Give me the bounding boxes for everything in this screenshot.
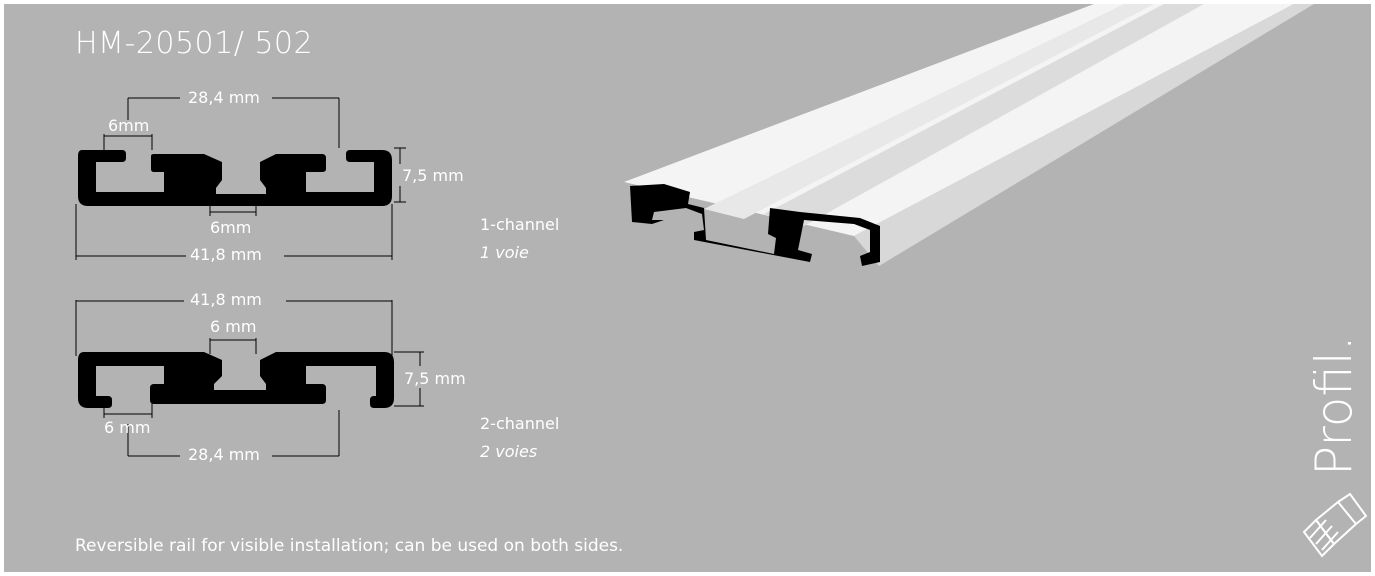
profile-1-shape bbox=[78, 150, 392, 206]
p1-label: 1-channel bbox=[480, 215, 560, 234]
p1-top-dim: 28,4 mm bbox=[188, 88, 260, 107]
p1-label-fr: 1 voie bbox=[480, 243, 529, 262]
profile-2-drawing bbox=[75, 300, 424, 457]
rail-channel-groove-2 bbox=[704, 4, 1154, 219]
p2-height-dim: 7,5 mm bbox=[404, 369, 466, 388]
footer-caption: Reversible rail for visible installation… bbox=[75, 536, 624, 556]
rail-cross-section bbox=[630, 184, 880, 266]
brand-wordmark: Profil. bbox=[1305, 335, 1363, 476]
p1-bottom-slot-dim: 6mm bbox=[210, 218, 252, 237]
p1-slot-dim: 6mm bbox=[108, 116, 150, 135]
p1-width-dim: 41,8 mm bbox=[190, 245, 262, 264]
profile-1-drawing bbox=[75, 97, 406, 260]
p2-width-dim: 41,8 mm bbox=[190, 290, 262, 309]
product-panel: HM-20501/ 502 28,4 mm 6mm 7,5 mm 6mm 41,… bbox=[4, 4, 1371, 572]
p2-label-fr: 2 voies bbox=[480, 442, 538, 461]
p2-label: 2-channel bbox=[480, 414, 560, 433]
profil-logo-icon bbox=[1302, 492, 1368, 558]
product-title: HM-20501/ 502 bbox=[75, 26, 314, 61]
p1-height-dim: 7,5 mm bbox=[402, 166, 464, 185]
p2-slot-dim: 6 mm bbox=[210, 317, 257, 336]
p2-bottom-slot-dim: 6 mm bbox=[104, 418, 151, 437]
rail-side-surface bbox=[854, 4, 1314, 266]
rail-channel-groove bbox=[764, 4, 1204, 226]
rail-3d-render bbox=[624, 4, 1314, 266]
diagram-drawing bbox=[75, 4, 1368, 558]
profile-2-shape bbox=[78, 352, 394, 408]
p2-bottom-dim: 28,4 mm bbox=[188, 445, 260, 464]
